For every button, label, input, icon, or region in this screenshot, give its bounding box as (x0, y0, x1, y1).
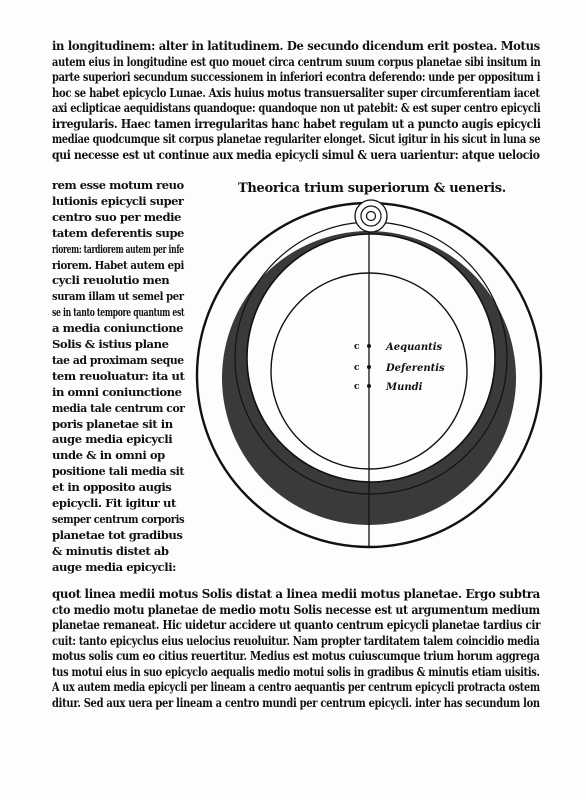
text-line: cuit: tanto epicyclus eius uelocius reuo… (52, 633, 540, 648)
center-mark-mundi: c (354, 382, 360, 392)
text-line: se in tanto tempore quantum est (52, 305, 185, 320)
text-line: tae ad proximam seque (52, 352, 184, 367)
text-line: in omni coniunctione (52, 384, 182, 399)
text-line: tem reuoluatur: ita ut (52, 368, 185, 383)
center-aequantis-dot (367, 344, 371, 348)
text-line: planetae tot gradibus (52, 527, 183, 542)
epicycle-outer (354, 199, 388, 233)
text-line: axi eclipticae aequidistans quandoque: q… (52, 101, 541, 115)
text-line: et in opposito augis (52, 480, 172, 495)
text-line: cycli reuolutio men (52, 273, 170, 288)
text-line: planetae remaneat. Hic uidetur accidere … (52, 618, 541, 632)
label-mundi: Mundi (385, 382, 423, 393)
text-line: A ux autem media epicycli per lineam a c… (52, 680, 540, 694)
text-line: rem esse motum reuo (52, 178, 184, 192)
text-line: semper centrum corporis (52, 511, 185, 526)
text-line: tatem deferentis supe (52, 225, 184, 240)
text-line: Solis & istius plane (52, 337, 169, 351)
text-line: quot linea medii motus Solis distat a li… (52, 587, 540, 601)
text-line: epicycli. Fit igitur ut (52, 496, 176, 510)
text-line: auge media epicycli (52, 432, 173, 447)
text-line: positione tali media sit (52, 464, 185, 479)
text-line: tus motui eius in suo epicyclo aequalis … (52, 664, 540, 679)
text-line: media tale centrum cor (52, 400, 185, 415)
center-mark-aequantis: c (354, 342, 360, 352)
diagram-title: Theorica trium superiorum & ueneris. (238, 181, 506, 196)
text-line: motus solis cum eo citius reuertitur. Me… (52, 649, 540, 663)
center-mundi-dot (367, 384, 371, 388)
label-aequantis: Aequantis (385, 342, 443, 353)
text-line: lutionis epicycli super (52, 193, 184, 208)
text-line: cto medio motu planetae de medio motu So… (52, 602, 540, 617)
text-line: riorem. Habet autem epi (52, 257, 184, 272)
text-line: & minutis distet ab (52, 543, 169, 558)
text-line: ditur. Sed aux uera per lineam a centro … (52, 695, 540, 710)
text-line: a media coniunctione (52, 321, 184, 336)
text-line: parte superiori secundum successionem in… (52, 70, 541, 84)
text-line: unde & in omni op (52, 448, 165, 463)
text-line: riorem: tardiorem autem per infe (52, 241, 184, 256)
epicycle-planet (365, 210, 377, 222)
text-line: suram illam ut semel per (52, 289, 184, 304)
text-line: autem eius in longitudine est quo mouet … (52, 54, 541, 69)
epicycle-middle (360, 205, 382, 227)
text-line: in longitudinem: alter in latitudinem. D… (52, 39, 540, 53)
text-line: qui necesse est ut continue aux media ep… (52, 147, 540, 162)
text-line: mediae quodcumque sit corpus planetae re… (52, 132, 541, 146)
label-deferentis: Deferentis (385, 363, 445, 374)
center-mark-deferentis: c (354, 363, 360, 373)
theorica-diagram: c c c Aequantis Deferentis Mundi (195, 199, 543, 549)
text-line: hoc se habet epicyclo Lunae. Axis huius … (52, 85, 540, 100)
text-line: centro suo per medie (52, 209, 181, 224)
text-line: auge media epicycli: (52, 559, 176, 574)
center-deferentis-dot (367, 365, 371, 369)
text-line: poris planetae sit in (52, 416, 173, 431)
text-line: irregularis. Haec tamen irregularitas ha… (52, 116, 541, 131)
